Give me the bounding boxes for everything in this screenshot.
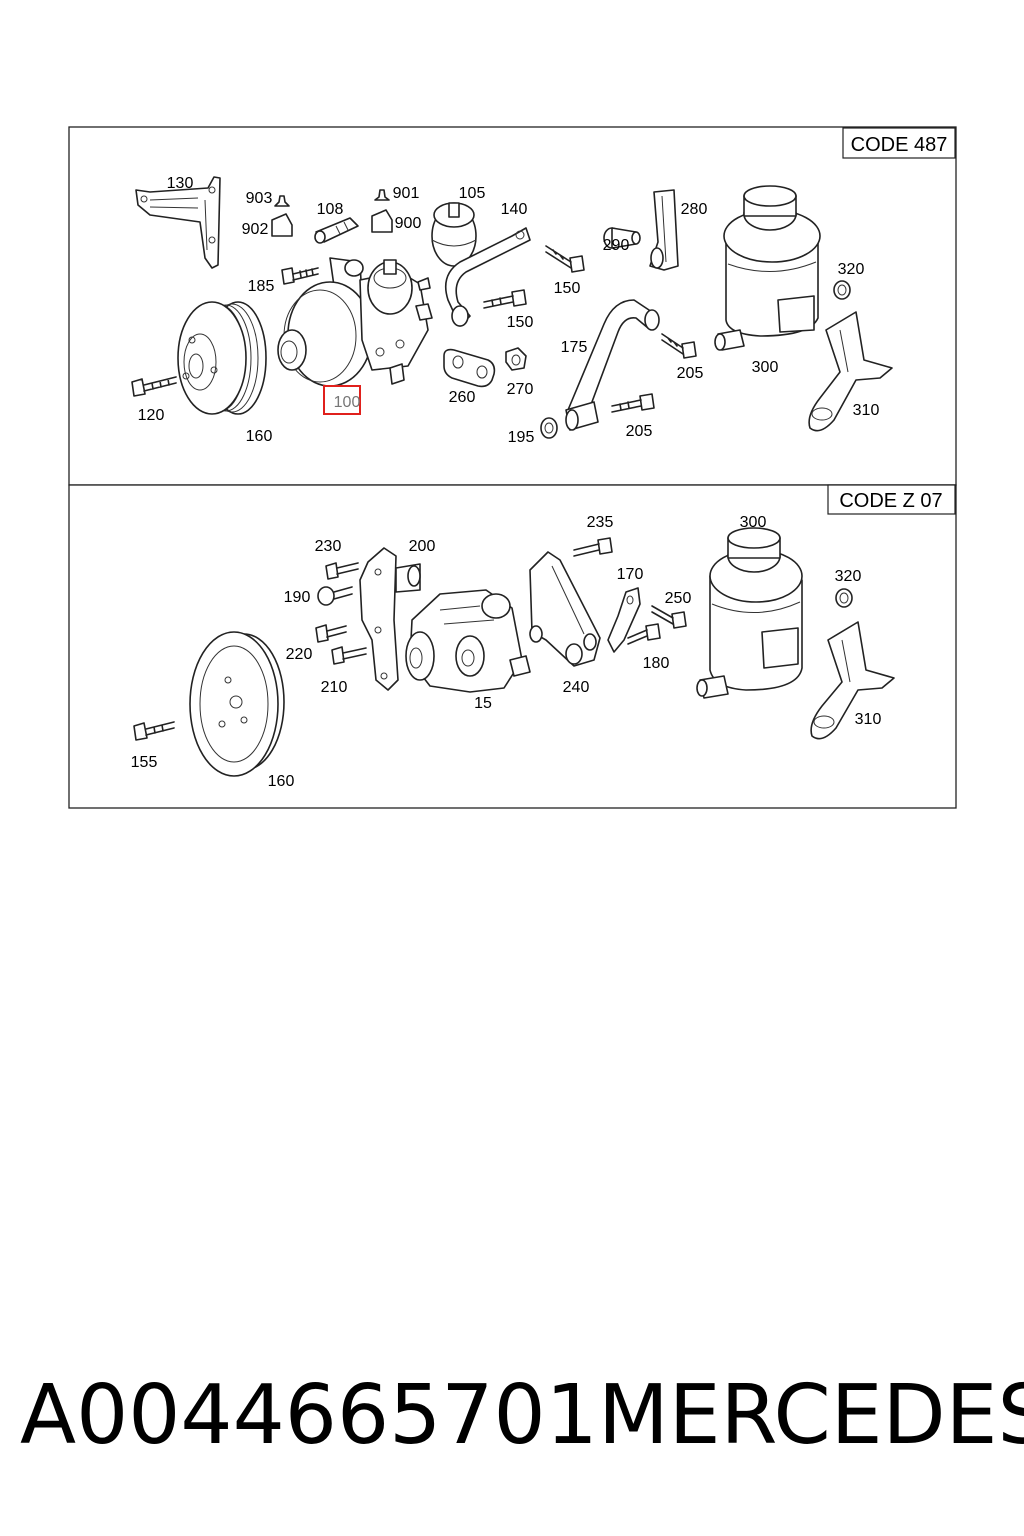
part-235-bolt xyxy=(573,537,613,557)
label-310-z07: 310 xyxy=(855,711,882,728)
part-185-bolt xyxy=(281,267,319,285)
part-108-connector xyxy=(314,217,359,244)
label-230: 230 xyxy=(315,538,342,555)
label-300-z07: 300 xyxy=(740,514,767,531)
part-260-plate xyxy=(443,348,496,388)
label-901: 901 xyxy=(393,185,420,202)
brand-name: MERCEDES xyxy=(598,1368,1024,1463)
parts-diagram: CODE 487 xyxy=(68,126,957,809)
part-320-grommet xyxy=(833,280,851,300)
part-205-bolt-upper xyxy=(661,333,697,359)
label-160: 160 xyxy=(246,428,273,445)
part-300-reservoir xyxy=(714,185,821,351)
label-902: 902 xyxy=(242,221,269,238)
part-230-bolt xyxy=(325,562,359,580)
part-150-bolt-lower xyxy=(483,289,527,309)
label-210: 210 xyxy=(321,679,348,696)
label-205-upper: 205 xyxy=(677,365,704,382)
label-300: 300 xyxy=(752,359,779,376)
code-label-487: CODE 487 xyxy=(851,134,948,156)
label-150-upper: 150 xyxy=(554,280,581,297)
panel-2-labels: 235 300 230 200 170 320 190 250 220 180 … xyxy=(131,514,882,790)
part-150-bolt-upper xyxy=(545,245,585,273)
part-220-bolt xyxy=(315,624,347,643)
label-140: 140 xyxy=(501,201,528,218)
part-310-bracket xyxy=(808,311,893,432)
part-901-cap xyxy=(374,189,390,201)
label-150-lower: 150 xyxy=(507,314,534,331)
part-250-bolt xyxy=(651,605,687,629)
part-290-bolt xyxy=(603,227,641,249)
label-290: 290 xyxy=(603,237,630,254)
part-280-clip xyxy=(649,189,679,271)
highlight-box-100 xyxy=(323,385,361,415)
label-190: 190 xyxy=(284,589,311,606)
part-902-plug xyxy=(271,213,293,237)
label-120: 120 xyxy=(138,407,165,424)
label-155: 155 xyxy=(131,754,158,771)
panel-1-labels: 130 903 902 108 901 900 105 140 185 150 … xyxy=(138,175,880,446)
part-15-pump xyxy=(405,589,531,693)
part-270-nut xyxy=(505,347,527,371)
panel-code-z07: CODE Z 07 xyxy=(68,484,957,809)
part-160-pulley xyxy=(177,301,267,415)
label-235: 235 xyxy=(587,514,614,531)
label-15: 15 xyxy=(474,695,492,712)
label-320: 320 xyxy=(838,261,865,278)
label-310: 310 xyxy=(853,402,880,419)
part-300-reservoir-z07 xyxy=(696,527,803,699)
label-900: 900 xyxy=(395,215,422,232)
label-260: 260 xyxy=(449,389,476,406)
label-130: 130 xyxy=(167,175,194,192)
part-205-bolt-lower xyxy=(611,393,655,413)
part-175-pipe xyxy=(565,299,660,431)
part-320-grommet-z07 xyxy=(835,588,853,608)
part-100-power-steering-pump xyxy=(277,257,433,387)
label-105: 105 xyxy=(459,185,486,202)
label-903: 903 xyxy=(246,190,273,207)
part-120-bolt xyxy=(131,376,177,397)
label-100-highlighted[interactable]: 100 xyxy=(334,394,361,411)
part-210-bolt xyxy=(331,646,367,665)
part-number: A0044665701 xyxy=(20,1368,598,1463)
part-195-nut xyxy=(540,417,558,439)
label-270: 270 xyxy=(507,381,534,398)
panel-code-487: CODE 487 xyxy=(68,126,957,486)
part-240-bracket xyxy=(529,551,601,667)
label-220: 220 xyxy=(286,646,313,663)
part-190-bolt xyxy=(317,586,353,606)
label-320-z07: 320 xyxy=(835,568,862,585)
part-900-plug xyxy=(371,209,393,233)
label-280: 280 xyxy=(681,201,708,218)
part-105-filter xyxy=(431,202,477,267)
part-180-bolt xyxy=(627,623,661,645)
part-200-bracket xyxy=(359,547,421,691)
label-160-z07: 160 xyxy=(268,773,295,790)
label-170: 170 xyxy=(617,566,644,583)
part-140-bracket xyxy=(444,227,531,327)
label-200: 200 xyxy=(409,538,436,555)
label-250: 250 xyxy=(665,590,692,607)
label-195: 195 xyxy=(508,429,535,446)
label-175: 175 xyxy=(561,339,588,356)
label-240: 240 xyxy=(563,679,590,696)
part-170-bracket xyxy=(607,587,641,653)
code-label-z07: CODE Z 07 xyxy=(839,490,942,512)
part-903-cap xyxy=(274,195,290,207)
part-130-bracket xyxy=(135,176,221,269)
label-205-lower: 205 xyxy=(626,423,653,440)
label-180: 180 xyxy=(643,655,670,672)
part-160-pulley-z07 xyxy=(189,631,285,777)
label-108: 108 xyxy=(317,201,344,218)
part-155-bolt xyxy=(133,721,175,741)
label-185: 185 xyxy=(248,278,275,295)
part-310-bracket-z07 xyxy=(810,621,895,740)
